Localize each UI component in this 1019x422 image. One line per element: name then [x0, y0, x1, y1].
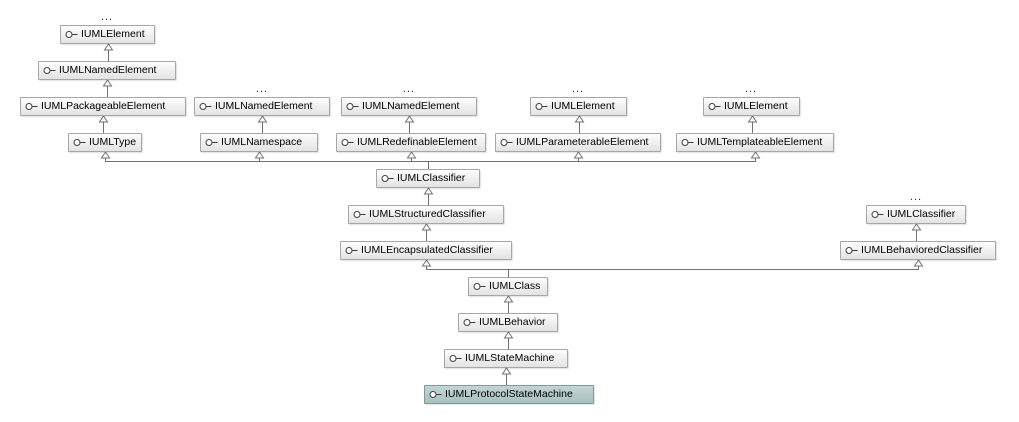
interface-icon	[65, 30, 78, 39]
more-ancestors-indicator: ...	[100, 11, 114, 23]
node-label: IUMLPackageableElement	[41, 100, 166, 112]
node-label: IUMLElement	[551, 100, 615, 112]
interface-icon	[345, 246, 358, 255]
node-label: IUMLNamedElement	[215, 100, 313, 112]
interface-icon	[25, 102, 38, 111]
node-iumlnamedelement-2[interactable]: IUMLNamedElement	[194, 97, 330, 116]
interface-icon	[681, 138, 694, 147]
node-label: IUMLNamedElement	[362, 100, 460, 112]
node-label: IUMLType	[89, 136, 137, 148]
interface-icon	[205, 138, 218, 147]
interface-icon	[500, 138, 513, 147]
node-label: IUMLEncapsulatedClassifier	[361, 244, 493, 256]
node-iumlbehavioredclassifier[interactable]: IUMLBehavioredClassifier	[840, 241, 996, 260]
node-label: IUMLRedefinableElement	[357, 136, 477, 148]
interface-icon	[43, 66, 56, 75]
node-label: IUMLNamedElement	[59, 64, 157, 76]
node-label: IUMLTemplateableElement	[697, 136, 823, 148]
node-iumlclass[interactable]: IUMLClass	[468, 277, 548, 296]
interface-icon	[449, 354, 462, 363]
interface-icon	[346, 102, 359, 111]
node-label: IUMLNamespace	[221, 136, 303, 148]
node-label: IUMLClassifier	[397, 172, 466, 184]
node-iumlnamedelement[interactable]: IUMLNamedElement	[38, 61, 176, 80]
node-label: IUMLClass	[489, 280, 541, 292]
interface-icon	[845, 246, 858, 255]
node-iumlredefinableelement[interactable]: IUMLRedefinableElement	[336, 133, 486, 152]
interface-icon	[73, 138, 86, 147]
more-ancestors-indicator: ...	[402, 83, 416, 95]
interface-icon	[429, 390, 442, 399]
interface-icon	[381, 174, 394, 183]
interface-icon	[708, 102, 721, 111]
interface-icon	[473, 282, 486, 291]
node-iumlprotocolstatemachine[interactable]: IUMLProtocolStateMachine	[424, 385, 594, 404]
node-iumlencapsulatedclassifier[interactable]: IUMLEncapsulatedClassifier	[340, 241, 512, 260]
interface-icon	[199, 102, 212, 111]
node-iumlelement-3[interactable]: IUMLElement	[703, 97, 800, 116]
node-label: IUMLStateMachine	[465, 352, 555, 364]
node-iumltemplateableelement[interactable]: IUMLTemplateableElement	[676, 133, 834, 152]
node-label: IUMLElement	[81, 28, 145, 40]
interface-icon	[353, 210, 366, 219]
interface-icon	[341, 138, 354, 147]
node-iumltype[interactable]: IUMLType	[68, 133, 142, 152]
node-label: IUMLParameterableElement	[516, 136, 649, 148]
node-iumlbehavior[interactable]: IUMLBehavior	[458, 313, 558, 332]
node-iumlelement[interactable]: IUMLElement	[60, 25, 155, 44]
more-ancestors-indicator: ...	[255, 83, 269, 95]
more-ancestors-indicator: ...	[744, 83, 758, 95]
node-iumlnamedelement-3[interactable]: IUMLNamedElement	[341, 97, 477, 116]
node-label: IUMLProtocolStateMachine	[445, 388, 573, 400]
interface-icon	[871, 210, 884, 219]
node-iumlparameterableelement[interactable]: IUMLParameterableElement	[495, 133, 661, 152]
node-label: IUMLStructuredClassifier	[369, 208, 486, 220]
node-iumlelement-2[interactable]: IUMLElement	[530, 97, 627, 116]
more-ancestors-indicator: ...	[909, 191, 923, 203]
node-label: IUMLBehavioredClassifier	[861, 244, 983, 256]
interface-icon	[463, 318, 476, 327]
node-iumlnamespace[interactable]: IUMLNamespace	[200, 133, 318, 152]
node-iumlstructuredclassifier[interactable]: IUMLStructuredClassifier	[348, 205, 504, 224]
node-iumlclassifier-2[interactable]: IUMLClassifier	[866, 205, 966, 224]
node-label: IUMLElement	[724, 100, 788, 112]
node-label: IUMLBehavior	[479, 316, 546, 328]
more-ancestors-indicator: ...	[571, 83, 585, 95]
interface-icon	[535, 102, 548, 111]
node-iumlpackageableelement[interactable]: IUMLPackageableElement	[20, 97, 186, 116]
node-iumlclassifier[interactable]: IUMLClassifier	[376, 169, 480, 188]
node-label: IUMLClassifier	[887, 208, 956, 220]
node-iumlstatemachine[interactable]: IUMLStateMachine	[444, 349, 568, 368]
